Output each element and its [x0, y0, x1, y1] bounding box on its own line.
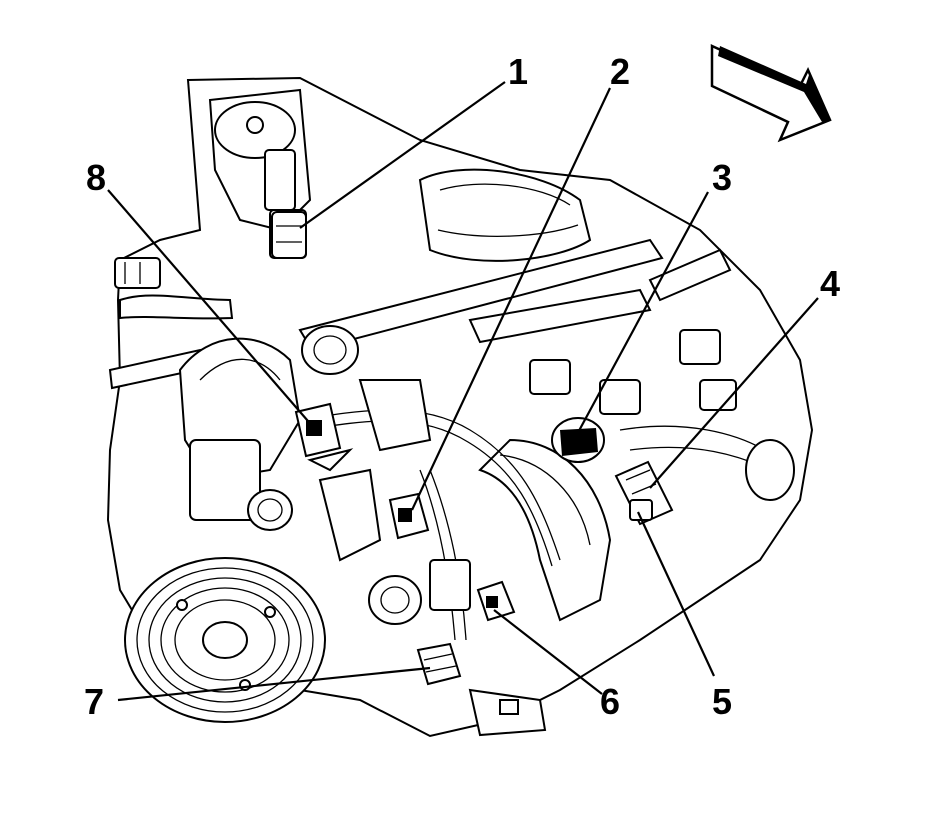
leader-5	[637, 511, 715, 677]
callout-label-5: 5	[712, 681, 732, 722]
connector-6	[476, 580, 516, 622]
crank-pulley	[124, 557, 326, 723]
connector-7	[416, 642, 462, 686]
leader-1	[299, 81, 506, 229]
leader-lines	[107, 81, 819, 702]
leader-8	[107, 189, 315, 429]
callout-label-2: 2	[610, 51, 630, 92]
callout-label-6: 6	[600, 681, 620, 722]
leader-3	[573, 191, 709, 441]
callout-label-1: 1	[508, 51, 528, 92]
connector-2	[388, 492, 430, 540]
connector-1	[271, 211, 307, 259]
leader-6	[493, 609, 603, 695]
callout-labels: 1 2 3 4 5 6 7 8	[84, 51, 840, 722]
callout-label-7: 7	[84, 681, 104, 722]
connector-3	[551, 417, 605, 463]
leader-2	[411, 87, 611, 511]
callout-label-3: 3	[712, 157, 732, 198]
callout-label-4: 4	[820, 263, 840, 304]
leader-4	[649, 297, 819, 489]
direction-arrow-icon	[710, 44, 832, 143]
leader-7	[117, 666, 431, 702]
callout-label-8: 8	[86, 157, 106, 198]
right-bank-components	[529, 248, 795, 501]
